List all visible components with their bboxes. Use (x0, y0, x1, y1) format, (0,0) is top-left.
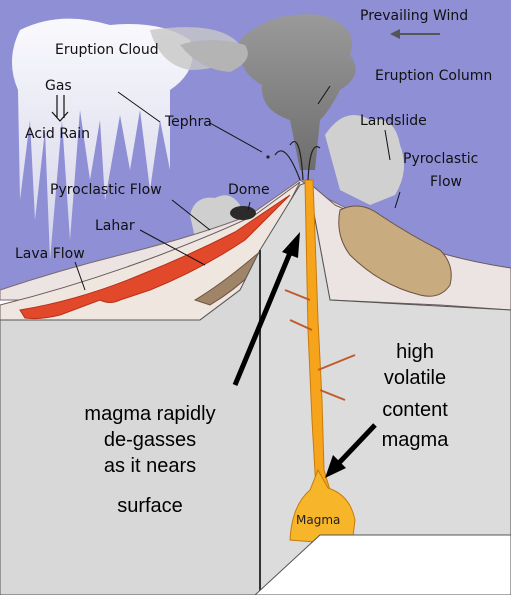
magma-chamber (289, 468, 356, 546)
lahar-label: Lahar (95, 218, 135, 234)
degas-arrow (232, 247, 295, 386)
degas-line-1: magma rapidly (84, 403, 215, 425)
eruption-cloud-label: Eruption Cloud (55, 42, 159, 58)
leader-lines (74, 85, 401, 291)
wind-arrow-head (390, 29, 400, 39)
volatile-arrow (335, 423, 377, 467)
tephra-jets (274, 140, 321, 181)
tephra-label: Tephra (164, 114, 212, 130)
volatile-line-1: high (396, 341, 434, 363)
acid-rain-label: Acid Rain (25, 126, 90, 142)
pyroclastic-flow-left-label: Pyroclastic Flow (50, 182, 162, 198)
landslide-label: Landslide (360, 113, 427, 129)
prevailing-wind-label: Prevailing Wind (360, 8, 468, 24)
dome-label: Dome (228, 182, 270, 198)
degas-annotation: magma rapidly de-gasses as it nears surf… (84, 403, 215, 517)
gas-label: Gas (45, 78, 72, 94)
dome (230, 206, 256, 220)
dike-branches (284, 289, 356, 401)
degas-arrow-head (282, 232, 300, 258)
degas-line-2: de-gasses (104, 429, 196, 451)
tephra-particle (266, 155, 270, 159)
gas-arrows (51, 95, 69, 122)
volatile-line-3: content (382, 399, 448, 421)
high-volatile-annotation: high volatile content magma (382, 341, 450, 451)
front-cover (254, 534, 511, 595)
lava-flow (19, 194, 291, 320)
degas-line-4: surface (117, 495, 183, 517)
pyroclastic-flow-right-label-1: Pyroclastic (403, 151, 478, 167)
pyroclastic-flow-right-label-2: Flow (430, 174, 462, 190)
volatile-arrow-head (325, 455, 346, 478)
volatile-line-2: volatile (384, 367, 446, 389)
eruption-column (180, 14, 356, 171)
degas-line-3: as it nears (104, 455, 196, 477)
pyroclastic-cloud-right (325, 115, 404, 205)
lava-flow-label: Lava Flow (15, 246, 85, 262)
landslide-deposit (338, 205, 452, 297)
magma-conduit (304, 179, 331, 491)
magma-label: Magma (296, 513, 340, 527)
eruption-column-label: Eruption Column (375, 68, 492, 84)
volatile-line-4: magma (382, 429, 450, 451)
